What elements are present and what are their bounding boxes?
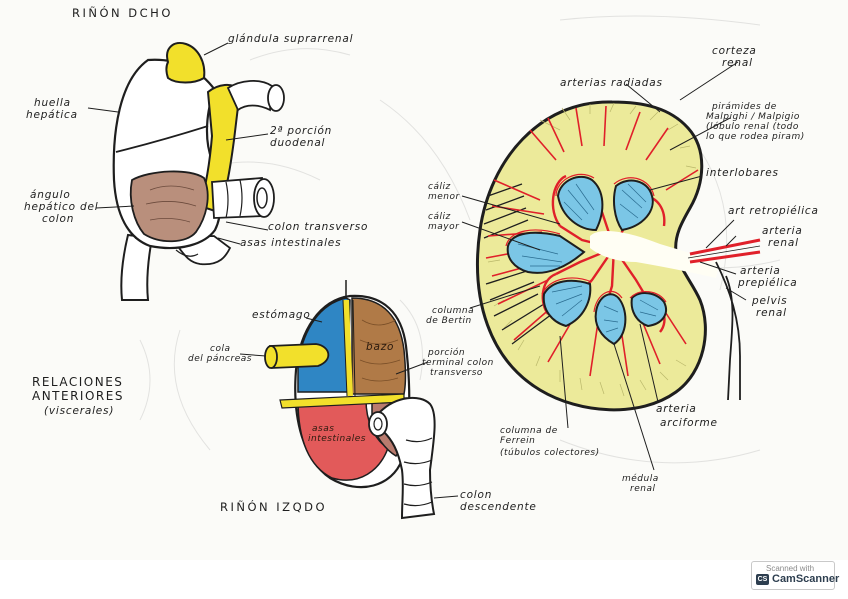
label-hepatic-impression-1: huella [34, 97, 71, 109]
label-radial-arteries: arterias radiadas [560, 77, 663, 89]
label-interlobar: interlobares [706, 167, 779, 179]
label-renal-artery-1: arteria [762, 225, 803, 237]
title-left-kidney: RIÑÓN IZQDO [220, 500, 328, 514]
pyramid-middle-left [506, 231, 586, 274]
label-ferrein-3: (túbulos colectores) [500, 448, 600, 458]
label-intestinal-loops-left-1: asas [312, 424, 335, 434]
label-duodenal-1: 2ª porción [270, 125, 333, 137]
renal-section-figure [461, 61, 761, 471]
label-hepatic-angle-2: hepático del [24, 201, 99, 213]
scanned-with-text: Scanned with [766, 564, 815, 573]
suprarenal-gland [165, 42, 206, 84]
label-major-calyx-2: mayor [428, 222, 460, 232]
label-hepatic-angle-1: ángulo [30, 189, 71, 201]
label-pelvis-1: pelvis [752, 295, 788, 307]
label-hepatic-angle-3: colon [42, 213, 75, 225]
label-renal-artery-2: renal [768, 237, 799, 249]
label-medulla-1: médula [622, 474, 659, 484]
label-arcuate-1: arteria [656, 403, 697, 415]
label-prepyelic-1: arteria [740, 265, 781, 277]
label-cortex-2: renal [722, 57, 753, 69]
camscanner-logo-icon: CS [756, 574, 769, 585]
label-descending-colon-1: colon [460, 489, 493, 501]
label-suprarenal-gland: glándula suprarrenal [228, 33, 354, 45]
pyramid-top-right [613, 179, 654, 232]
label-terminal-colon-1: porción [428, 348, 466, 358]
ureter [715, 261, 741, 401]
label-descending-colon-2: descendente [460, 501, 537, 513]
label-minor-calyx-1: cáliz [428, 182, 451, 192]
relations-heading-line2: ANTERIORES [32, 389, 124, 403]
label-stomach: estómago [252, 309, 311, 321]
label-transverse-colon: colon transverso [268, 221, 369, 233]
camscanner-name: CamScanner [772, 573, 840, 585]
camscanner-watermark: Scanned with CS CamScanner [751, 561, 839, 590]
pancreas-tail [269, 343, 330, 369]
left-kidney-figure [239, 280, 459, 520]
label-hepatic-impression-2: hepática [26, 109, 78, 121]
scanned-sheet: RIÑÓN DCHO RIÑÓN IZQDO RELACIONES ANTERI… [24, 6, 819, 520]
label-major-calyx-1: cáliz [428, 212, 451, 222]
pyramid-bottom-right [630, 292, 667, 328]
label-prepyelic-2: prepiélica [738, 277, 798, 289]
title-right-kidney: RIÑÓN DCHO [72, 6, 173, 20]
label-terminal-colon-3: transverso [430, 368, 483, 378]
renal-pyramids [506, 175, 667, 346]
label-intestinal-loops-left-2: intestinales [308, 434, 366, 444]
label-cortex-1: corteza [712, 45, 757, 57]
pyramid-bottom-center [594, 293, 627, 346]
relations-heading-line1: RELACIONES [32, 375, 124, 389]
label-ferrein-1: columna de [500, 426, 558, 436]
right-ureter [120, 233, 154, 301]
label-pancreas-1: cola [210, 344, 231, 354]
right-kidney-figure [87, 42, 285, 301]
label-bertin-1: columna [432, 306, 475, 316]
label-pyramids-2: Malpighi / Malpigio [706, 112, 800, 122]
stomach-area [297, 297, 351, 393]
label-pelvis-2: renal [756, 307, 787, 319]
hepatic-angle-colon [129, 170, 209, 243]
label-intestinal-loops-right: asas intestinales [240, 237, 342, 249]
label-pyramids-4: lo que rodea piram) [706, 132, 805, 142]
descending-colon [378, 396, 436, 520]
label-minor-calyx-2: menor [428, 192, 460, 202]
renal-artery [689, 238, 761, 264]
anatomy-drawing [87, 15, 781, 520]
relations-heading-line3: (viscerales) [44, 405, 115, 417]
pyramid-top-left [556, 175, 604, 232]
label-ferrein-2: Ferrein [500, 436, 536, 446]
label-spleen: bazo [366, 341, 395, 353]
label-terminal-colon-2: terminal colon [422, 358, 494, 368]
label-retropyelic-artery: art retropiélica [728, 205, 819, 217]
label-medulla-2: renal [630, 484, 656, 494]
pyramid-bottom-left [542, 279, 592, 328]
label-pyramids-3: (lóbulo renal (todo [706, 122, 799, 132]
label-bertin-2: de Bertin [426, 316, 472, 326]
label-arcuate-2: arciforme [660, 417, 718, 429]
label-pancreas-2: del páncreas [188, 354, 252, 364]
label-duodenal-2: duodenal [270, 137, 326, 149]
renal-pelvis [590, 230, 720, 278]
kidney-capsule [476, 100, 707, 412]
label-pyramids-1: pirámides de [712, 102, 777, 112]
